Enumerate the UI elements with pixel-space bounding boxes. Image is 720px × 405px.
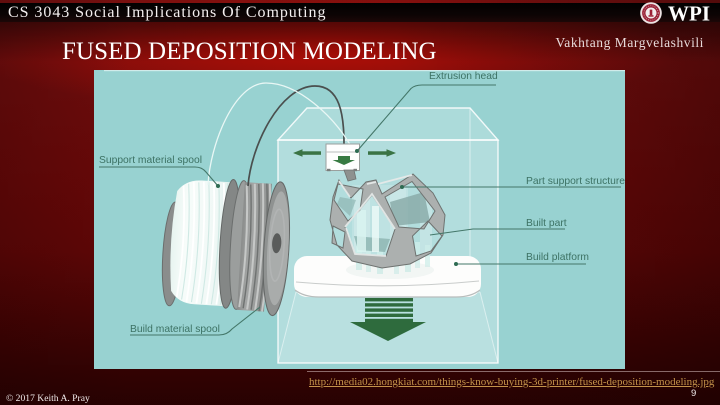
svg-text:Build material spool: Build material spool	[130, 324, 220, 335]
svg-text:WPI: WPI	[668, 2, 710, 26]
svg-text:Support material spool: Support material spool	[99, 155, 202, 166]
svg-text:Built part: Built part	[526, 218, 567, 229]
svg-text:Build platform: Build platform	[526, 252, 589, 263]
svg-text:Extrusion head: Extrusion head	[429, 71, 498, 82]
svg-text:Part support structure: Part support structure	[526, 176, 625, 187]
